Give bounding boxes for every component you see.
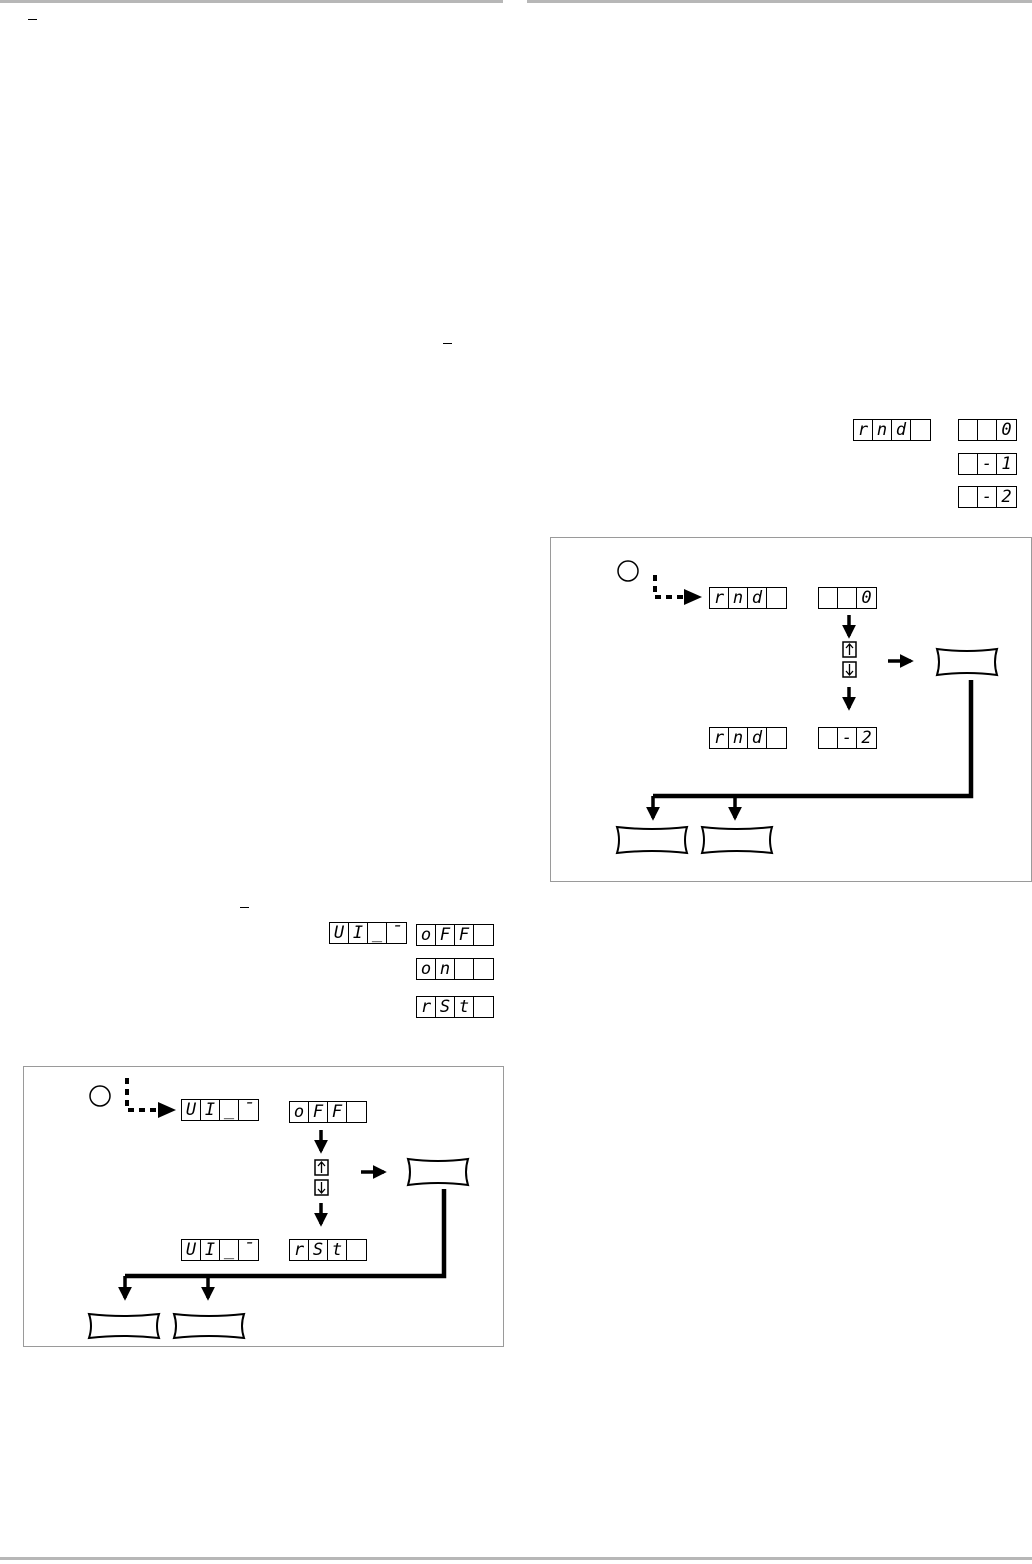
down-arrow-key-icon — [842, 661, 857, 678]
return-line — [125, 1189, 447, 1279]
lcd-digit — [455, 959, 474, 979]
lcd-digit: n — [729, 728, 748, 748]
lcd-digit: - — [978, 454, 997, 474]
lcd-digit: I — [201, 1240, 220, 1260]
rnd-setting-diagram-panel — [550, 537, 1032, 882]
up-arrow-key-icon — [314, 1159, 329, 1176]
diagram-ui-end-value: r S t — [289, 1239, 367, 1261]
lcd-digit: I — [201, 1100, 220, 1120]
top-rule-right — [527, 0, 1032, 3]
lcd-digit: U — [182, 1100, 201, 1120]
entry-arrow-head — [158, 1102, 176, 1118]
lcd-ui-option-1: o n — [416, 958, 494, 980]
lcd-digit: _ — [220, 1100, 239, 1120]
lcd-digit — [959, 420, 978, 440]
diagram-rnd-end-value: - 2 — [818, 727, 877, 749]
lcd-rnd-param: r n d — [853, 419, 931, 441]
diagram-ui-start-value: o F F — [289, 1101, 367, 1123]
lcd-digit: r — [854, 420, 873, 440]
lcd-rnd-option-1: - 1 — [958, 453, 1017, 475]
lcd-digit — [959, 454, 978, 474]
diagram-ui-end-param: U I _ ¯ — [181, 1239, 259, 1261]
lcd-digit: S — [309, 1240, 328, 1260]
lcd-digit: o — [290, 1102, 309, 1122]
diagram-rnd-start-value: 0 — [818, 587, 877, 609]
lcd-digit: F — [309, 1102, 328, 1122]
lcd-ui-option-2: r S t — [416, 996, 494, 1018]
lcd-digit: - — [838, 728, 857, 748]
entry-arrow-head — [684, 589, 702, 605]
lcd-digit: F — [328, 1102, 347, 1122]
lcd-digit: U — [330, 923, 349, 943]
lcd-digit: 1 — [1001, 454, 1012, 474]
lcd-digit: t — [455, 997, 474, 1017]
lcd-digit: - — [978, 487, 997, 507]
lcd-digit: d — [892, 420, 911, 440]
ui-setting-diagram-panel — [23, 1066, 504, 1347]
dashed-entry-arrow — [653, 575, 684, 599]
top-rule-left — [0, 0, 503, 3]
lcd-digit: S — [436, 997, 455, 1017]
diagram-rnd-start-param: r n d — [709, 587, 787, 609]
lcd-digit: r — [290, 1240, 309, 1260]
step-circle-icon — [89, 1085, 111, 1107]
diagram-ui-start-param: U I _ ¯ — [181, 1099, 259, 1121]
lcd-digit: F — [436, 925, 455, 945]
exit-button-icon — [172, 1312, 246, 1340]
bottom-rule — [0, 1557, 1032, 1560]
lcd-digit — [819, 728, 838, 748]
diagram-rnd-end-param: r n d — [709, 727, 787, 749]
lcd-digit: d — [748, 588, 767, 608]
lcd-ui-param: U I _ ¯ — [329, 922, 407, 944]
lcd-digit: o — [417, 959, 436, 979]
down-arrow-key-icon — [314, 1179, 329, 1196]
lcd-digit: ¯ — [391, 923, 402, 943]
return-line — [653, 680, 974, 799]
overbar-mark — [443, 343, 452, 344]
lcd-digit: ¯ — [243, 1240, 254, 1260]
lcd-digit: F — [455, 925, 474, 945]
exit-button-icon — [700, 825, 774, 855]
confirm-button-icon — [935, 647, 999, 677]
lcd-ui-option-0: o F F — [416, 924, 494, 946]
lcd-digit: d — [748, 728, 767, 748]
lcd-digit: U — [182, 1240, 201, 1260]
dashed-entry-arrow — [125, 1078, 158, 1112]
lcd-rnd-option-0: 0 — [958, 419, 1017, 441]
overbar-mark — [28, 19, 37, 20]
lcd-digit: r — [710, 728, 729, 748]
step-circle-icon — [617, 560, 639, 582]
lcd-digit: 0 — [861, 588, 872, 608]
lcd-digit: t — [328, 1240, 347, 1260]
lcd-digit: 0 — [1001, 420, 1012, 440]
exit-button-icon — [615, 825, 689, 855]
up-arrow-key-icon — [842, 641, 857, 658]
exit-button-icon — [87, 1312, 161, 1340]
lcd-digit: 2 — [861, 728, 872, 748]
lcd-digit — [819, 588, 838, 608]
lcd-digit: r — [417, 997, 436, 1017]
lcd-digit: 2 — [1001, 487, 1012, 507]
confirm-button-icon — [406, 1157, 470, 1187]
lcd-digit: n — [729, 588, 748, 608]
lcd-digit: ¯ — [243, 1100, 254, 1120]
lcd-digit: o — [417, 925, 436, 945]
lcd-digit: n — [436, 959, 455, 979]
lcd-digit — [959, 487, 978, 507]
lcd-digit: n — [873, 420, 892, 440]
lcd-digit: _ — [368, 923, 387, 943]
overbar-mark — [240, 907, 249, 908]
lcd-digit: I — [349, 923, 368, 943]
lcd-rnd-option-2: - 2 — [958, 486, 1017, 508]
lcd-digit: _ — [220, 1240, 239, 1260]
lcd-digit: r — [710, 588, 729, 608]
lcd-digit — [838, 588, 857, 608]
lcd-digit — [978, 420, 997, 440]
